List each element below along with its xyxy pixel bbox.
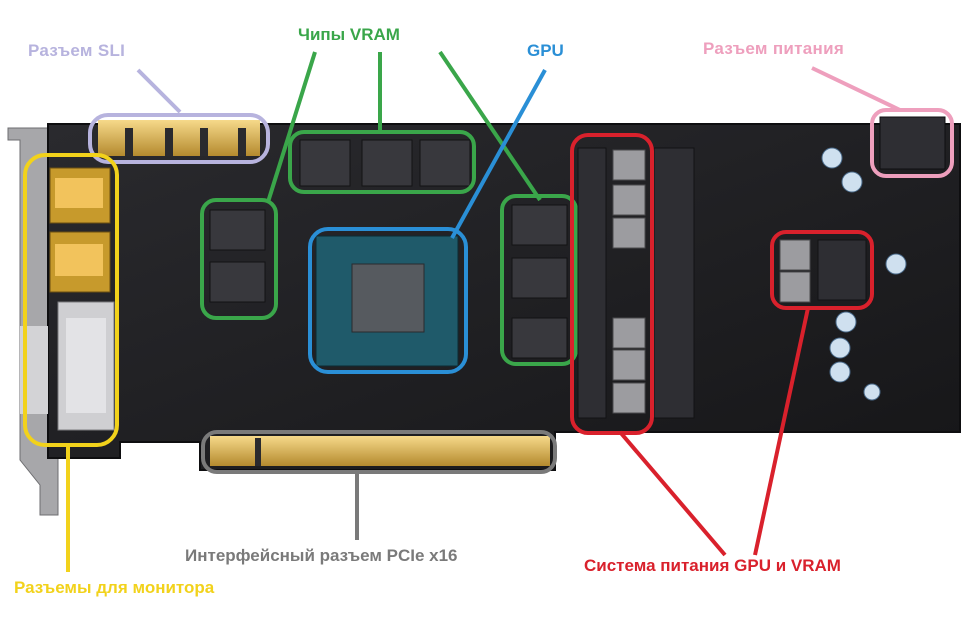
power-system-outline-main [570,133,654,435]
sli-outline [88,113,270,164]
sli-leader [136,68,182,114]
gpu-label: GPU [527,41,564,60]
pcie-label: Интерфейсный разъем PCIe x16 [185,546,458,565]
power-connector-label: Разъем питания [703,39,845,58]
gpu-chip [315,235,459,367]
power-system-outline-secondary [770,230,874,310]
pcie-outline [201,430,557,474]
vram-chips [209,139,568,359]
power-system-leaders [618,307,810,557]
vram-leaders [266,50,542,203]
gpu-leader [450,69,547,239]
sli-label: Разъем SLI [28,41,126,60]
monitor-ports [20,167,115,431]
power-connector-outline [870,108,954,178]
monitor-ports-label: Разъемы для монитора [14,578,215,597]
power-connector-leader [811,66,901,112]
power-connector [879,116,946,170]
capacitors [821,147,907,401]
pcie-connector [210,436,550,466]
sli-connector [98,120,260,156]
power-chokes-small [779,239,867,303]
power-system-label: Система питания GPU и VRAM [584,556,841,575]
power-mosfets [577,147,695,419]
vram-label: Чипы VRAM [298,25,400,44]
gpu-outline [308,227,468,374]
power-inductors [612,149,646,414]
monitor-ports-outline [23,153,119,447]
